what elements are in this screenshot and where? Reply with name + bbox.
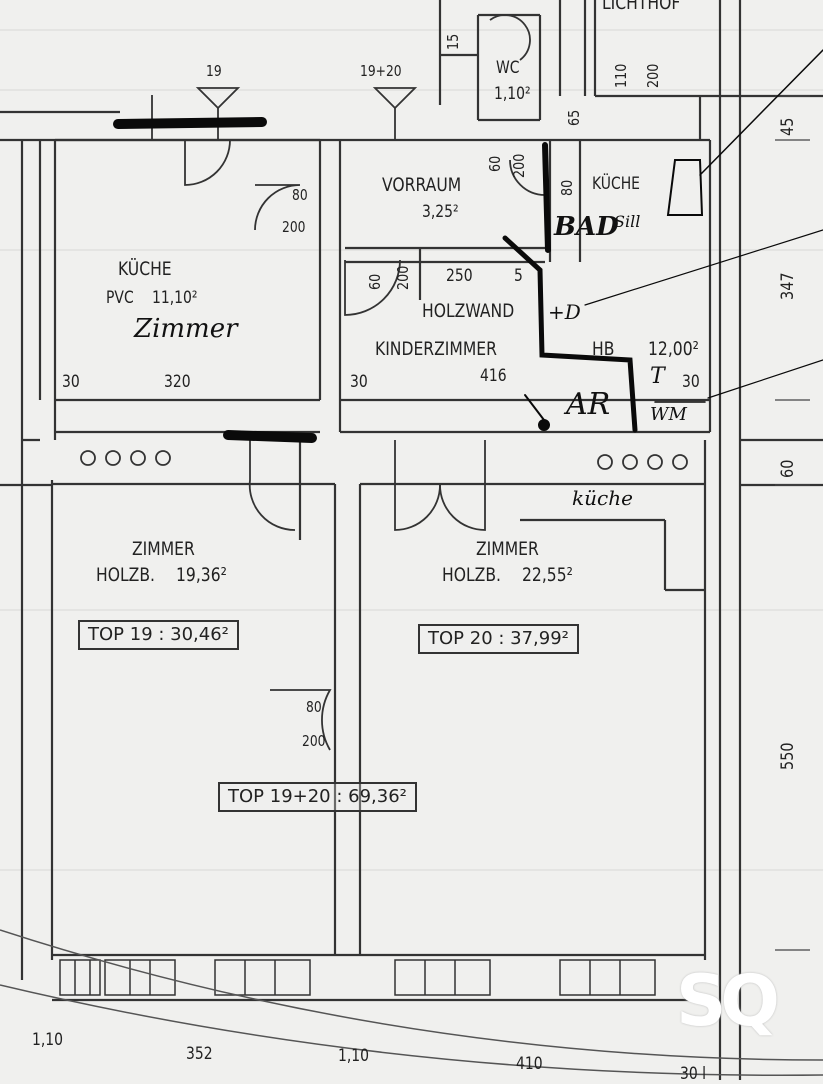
marker-strokes [113, 49, 823, 443]
zimmer-right-area: 22,55² [522, 564, 573, 586]
zimmer-right-floor: HOLZB. [442, 564, 501, 586]
dim-550: 550 [778, 742, 798, 770]
door-200-a: 200 [282, 218, 306, 236]
doors [184, 14, 546, 751]
holzwand-label: HOLZWAND [422, 300, 515, 322]
radiators [80, 450, 688, 470]
handwritten-bad: BAD [554, 212, 619, 242]
watermark-logo: SQ [676, 960, 780, 1042]
dim-250: 250 [446, 266, 473, 286]
door-60-b: 60 [366, 273, 384, 290]
dim-45: 45 [778, 117, 798, 136]
dim-60: 60 [778, 459, 798, 478]
paper-texture [0, 29, 823, 871]
dim-15: 15 [444, 33, 462, 50]
kueche-right-name: KÜCHE [592, 174, 640, 194]
door-200-d: 200 [510, 153, 528, 178]
handwritten-sill: Sill [614, 212, 641, 231]
vorraum-area: 3,25² [422, 202, 459, 222]
level-left: 19 [206, 62, 222, 80]
wc-area: 1,10² [494, 84, 531, 104]
kinderzimmer-name: KINDERZIMMER [375, 338, 497, 360]
shaft-200: 200 [644, 63, 662, 88]
door-80-a: 80 [292, 186, 308, 204]
handwritten-wm: WM [650, 404, 687, 425]
dim-30-bottom: 30 l [680, 1064, 707, 1084]
dim-110-left: 1,10 [32, 1030, 64, 1050]
wc-name: WC [496, 58, 520, 78]
zimmer-left-floor: HOLZB. [96, 564, 155, 586]
dimension-lines [775, 95, 810, 951]
dim-65: 65 [565, 109, 583, 126]
windows [59, 959, 656, 996]
zimmer-left-area: 19,36² [176, 564, 227, 586]
level-middle: 19+20 [360, 62, 402, 80]
dim-30-mid: 30 [350, 372, 368, 392]
dim-416: 416 [480, 366, 507, 386]
dim-320: 320 [164, 372, 191, 392]
dim-30-left: 30 [62, 372, 80, 392]
kueche-left-floor: PVC [106, 288, 134, 308]
zimmer-left-name: ZIMMER [132, 538, 195, 560]
handwritten-kueche: küche [572, 486, 633, 510]
handwritten-ar: AR [566, 387, 611, 422]
kinderzimmer-floor: HB [592, 338, 615, 360]
facade-curve [0, 929, 823, 1076]
zimmer-right-name: ZIMMER [476, 538, 539, 560]
door-80-d: 80 [558, 179, 576, 196]
door-60: 60 [486, 155, 504, 172]
dim-30-right: 30 [682, 372, 700, 392]
kinderzimmer-area: 12,00² [648, 338, 699, 360]
top-combined-box: TOP 19+20 : 69,36² [218, 782, 417, 812]
shaft-110: 110 [612, 63, 630, 88]
lichthof-label: LICHTHOF [602, 0, 681, 14]
top-20-box: TOP 20 : 37,99² [418, 624, 579, 654]
door-200-c: 200 [302, 732, 326, 750]
dim-5: 5 [514, 266, 523, 286]
kueche-left-area: 11,10² [152, 288, 198, 308]
door-200-e: 200 [394, 265, 412, 290]
kueche-left-name: KÜCHE [118, 258, 172, 280]
handwritten-plus-d: +D [548, 300, 581, 324]
handwritten-zimmer: Zimmer [134, 314, 238, 344]
door-80-c: 80 [306, 698, 322, 716]
handwritten-t: T [650, 364, 665, 389]
dim-410: 410 [516, 1054, 543, 1074]
dim-110-mid: 1,10 [338, 1046, 370, 1066]
dim-352: 352 [186, 1044, 213, 1064]
top-19-box: TOP 19 : 30,46² [78, 620, 239, 650]
level-markers [151, 87, 418, 140]
vorraum-name: VORRAUM [382, 174, 462, 196]
dim-347: 347 [778, 272, 798, 300]
